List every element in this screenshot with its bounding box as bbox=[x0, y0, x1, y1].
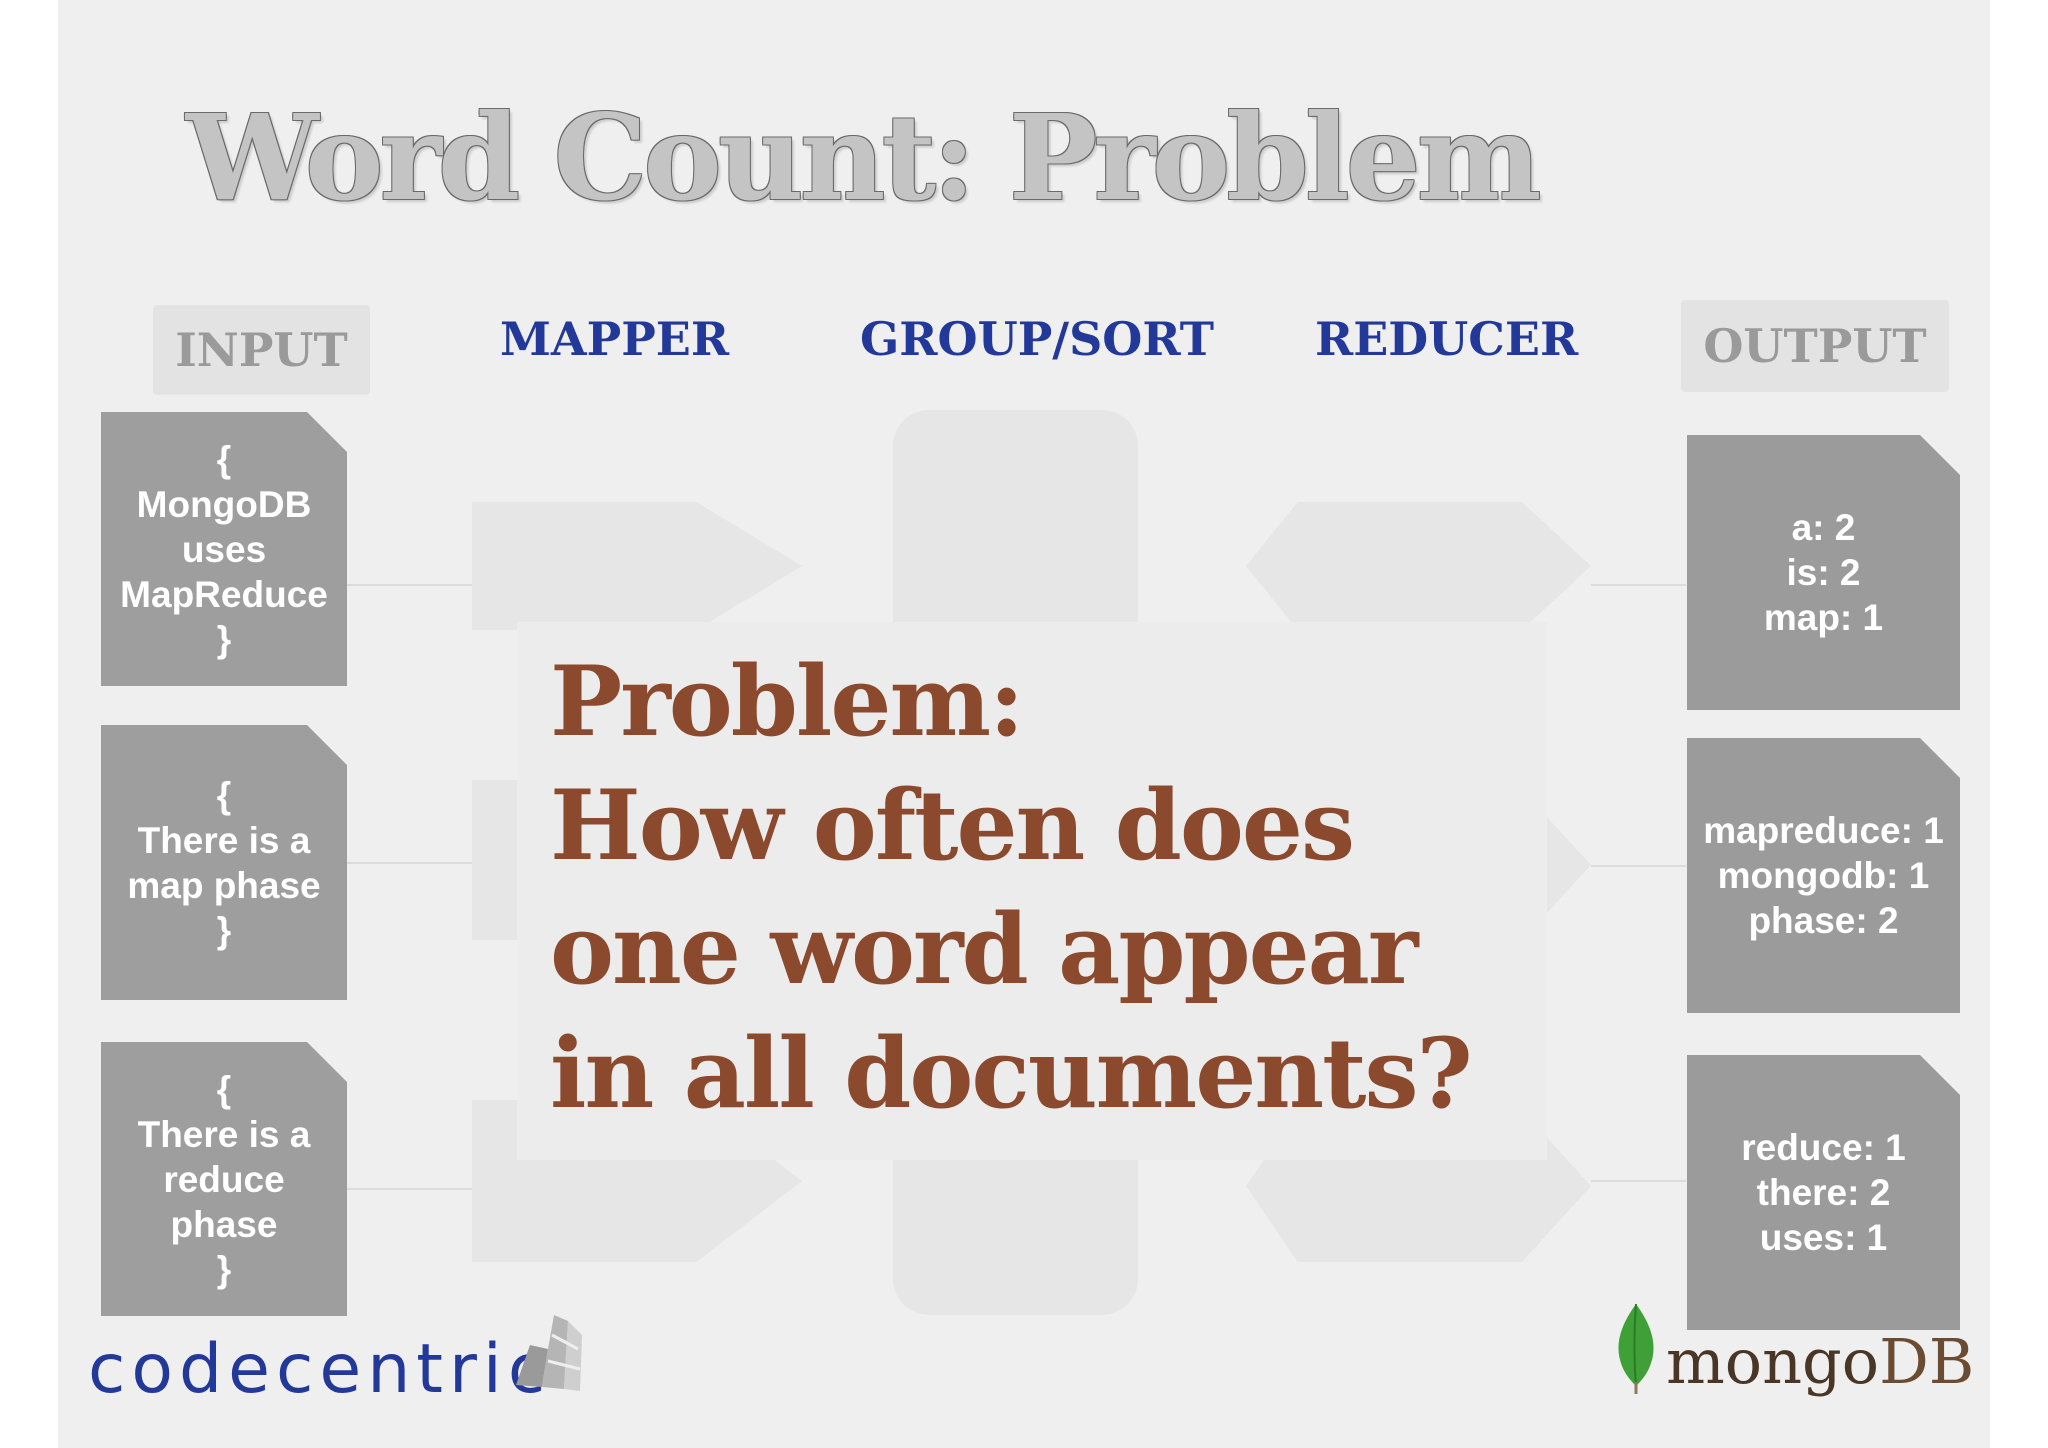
problem-line: How often does bbox=[550, 769, 1355, 882]
reducer-block bbox=[1246, 502, 1591, 630]
mongodb-logo-text-db: DB bbox=[1879, 1325, 1975, 1398]
problem-statement: Problem: How often does one word appear … bbox=[550, 640, 1473, 1136]
input-document: { There is a map phase } bbox=[101, 725, 347, 1000]
mongodb-leaf-icon bbox=[1618, 1303, 1654, 1394]
problem-line: in all documents? bbox=[550, 1017, 1473, 1130]
output-document: mapreduce: 1 mongodb: 1 phase: 2 bbox=[1687, 738, 1960, 1013]
input-document: { MongoDB uses MapReduce } bbox=[101, 412, 347, 686]
problem-line: one word appear bbox=[550, 893, 1418, 1006]
column-header-mapper: MAPPER bbox=[500, 312, 730, 366]
column-header-reducer: REDUCER bbox=[1315, 312, 1579, 366]
flow-arrow bbox=[1591, 1180, 1686, 1182]
flow-arrow bbox=[1591, 865, 1686, 867]
flow-arrow bbox=[347, 1188, 472, 1190]
codecentric-mark-icon bbox=[516, 1315, 582, 1391]
input-document: { There is a reduce phase } bbox=[101, 1042, 347, 1316]
flow-arrow bbox=[1591, 584, 1686, 586]
output-document: a: 2 is: 2 map: 1 bbox=[1687, 435, 1960, 710]
slide-title: Word Count: Problem bbox=[186, 88, 1542, 227]
problem-heading: Problem: bbox=[550, 645, 1024, 758]
mongodb-logo: mongoDB bbox=[1666, 1325, 1974, 1398]
problem-overlay bbox=[517, 622, 1547, 1160]
codecentric-logo: codecentric bbox=[88, 1330, 552, 1409]
column-header-input: INPUT bbox=[153, 305, 370, 395]
column-header-group-sort: GROUP/SORT bbox=[860, 312, 1215, 366]
output-document: reduce: 1 there: 2 uses: 1 bbox=[1687, 1055, 1960, 1330]
flow-arrow bbox=[347, 862, 472, 864]
mongodb-logo-text: mongo bbox=[1666, 1325, 1880, 1398]
flow-arrow bbox=[347, 584, 472, 586]
column-header-output: OUTPUT bbox=[1681, 300, 1949, 392]
